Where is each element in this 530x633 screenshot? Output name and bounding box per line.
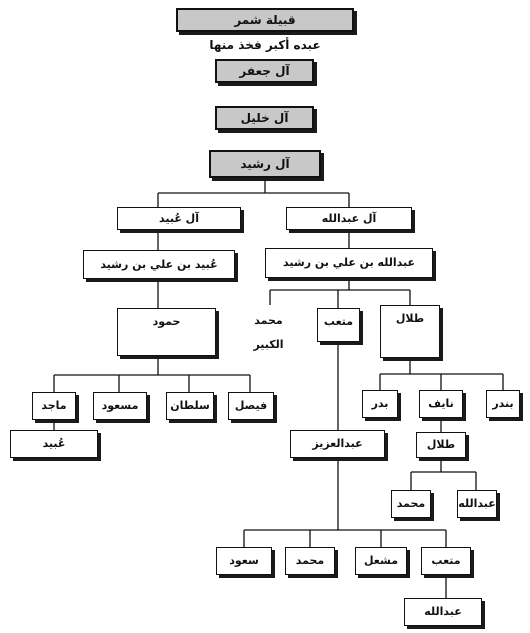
- tree-caption: عبده أكبر فخذ منها: [209, 38, 321, 52]
- node-al-obaid: آل عُبيد: [117, 207, 241, 230]
- node-mohammed-son-of-talal: محمد: [391, 490, 431, 518]
- node-masoud: مسعود: [93, 392, 147, 420]
- node-badr: بدر: [362, 390, 398, 418]
- node-obaid-son-of-majid: عُبيد: [10, 430, 98, 458]
- node-al-rashid: آل رشيد: [209, 150, 321, 178]
- node-nayef: نايف: [419, 390, 463, 418]
- node-sultan: سلطان: [166, 392, 214, 420]
- node-mishal: مشعل: [355, 547, 407, 575]
- node-abdulaziz: عبدالعزيز: [290, 430, 385, 458]
- node-talal-son-of-nayef: طلال: [416, 432, 466, 458]
- node-bandar: بندر: [486, 390, 520, 418]
- node-al-abdullah: آل عبدالله: [286, 207, 412, 230]
- node-miteb-son-of-abdulaziz: متعب: [421, 547, 471, 575]
- node-shammar: قبيلة شمر: [176, 8, 354, 32]
- node-talal: طلال: [380, 305, 440, 358]
- node-majid: ماجد: [32, 392, 76, 420]
- node-mohammed-son-of-abdulaziz: محمد: [285, 547, 335, 575]
- node-faisal: فيصل: [228, 392, 274, 420]
- node-hamoud: حمود: [117, 308, 216, 356]
- node-mohammed-al-kabir: محمد الكبير: [237, 305, 300, 360]
- node-obaid-bin-ali: عُبيد بن علي بن رشيد: [83, 250, 235, 279]
- node-saud: سعود: [216, 547, 272, 575]
- node-abdullah-bin-ali: عبدالله بن علي بن رشيد: [265, 248, 433, 278]
- node-mohammed-al-kabir-line2: الكبير: [253, 337, 284, 351]
- node-mohammed-al-kabir-line1: محمد: [254, 314, 283, 328]
- node-abdullah-son-of-talal: عبدالله: [457, 490, 497, 518]
- node-miteb: متعب: [317, 308, 360, 342]
- node-al-khalil: آل خليل: [215, 106, 314, 130]
- node-al-jafar: آل جعفر: [215, 59, 314, 83]
- node-abdullah-son-of-miteb: عبدالله: [404, 598, 482, 626]
